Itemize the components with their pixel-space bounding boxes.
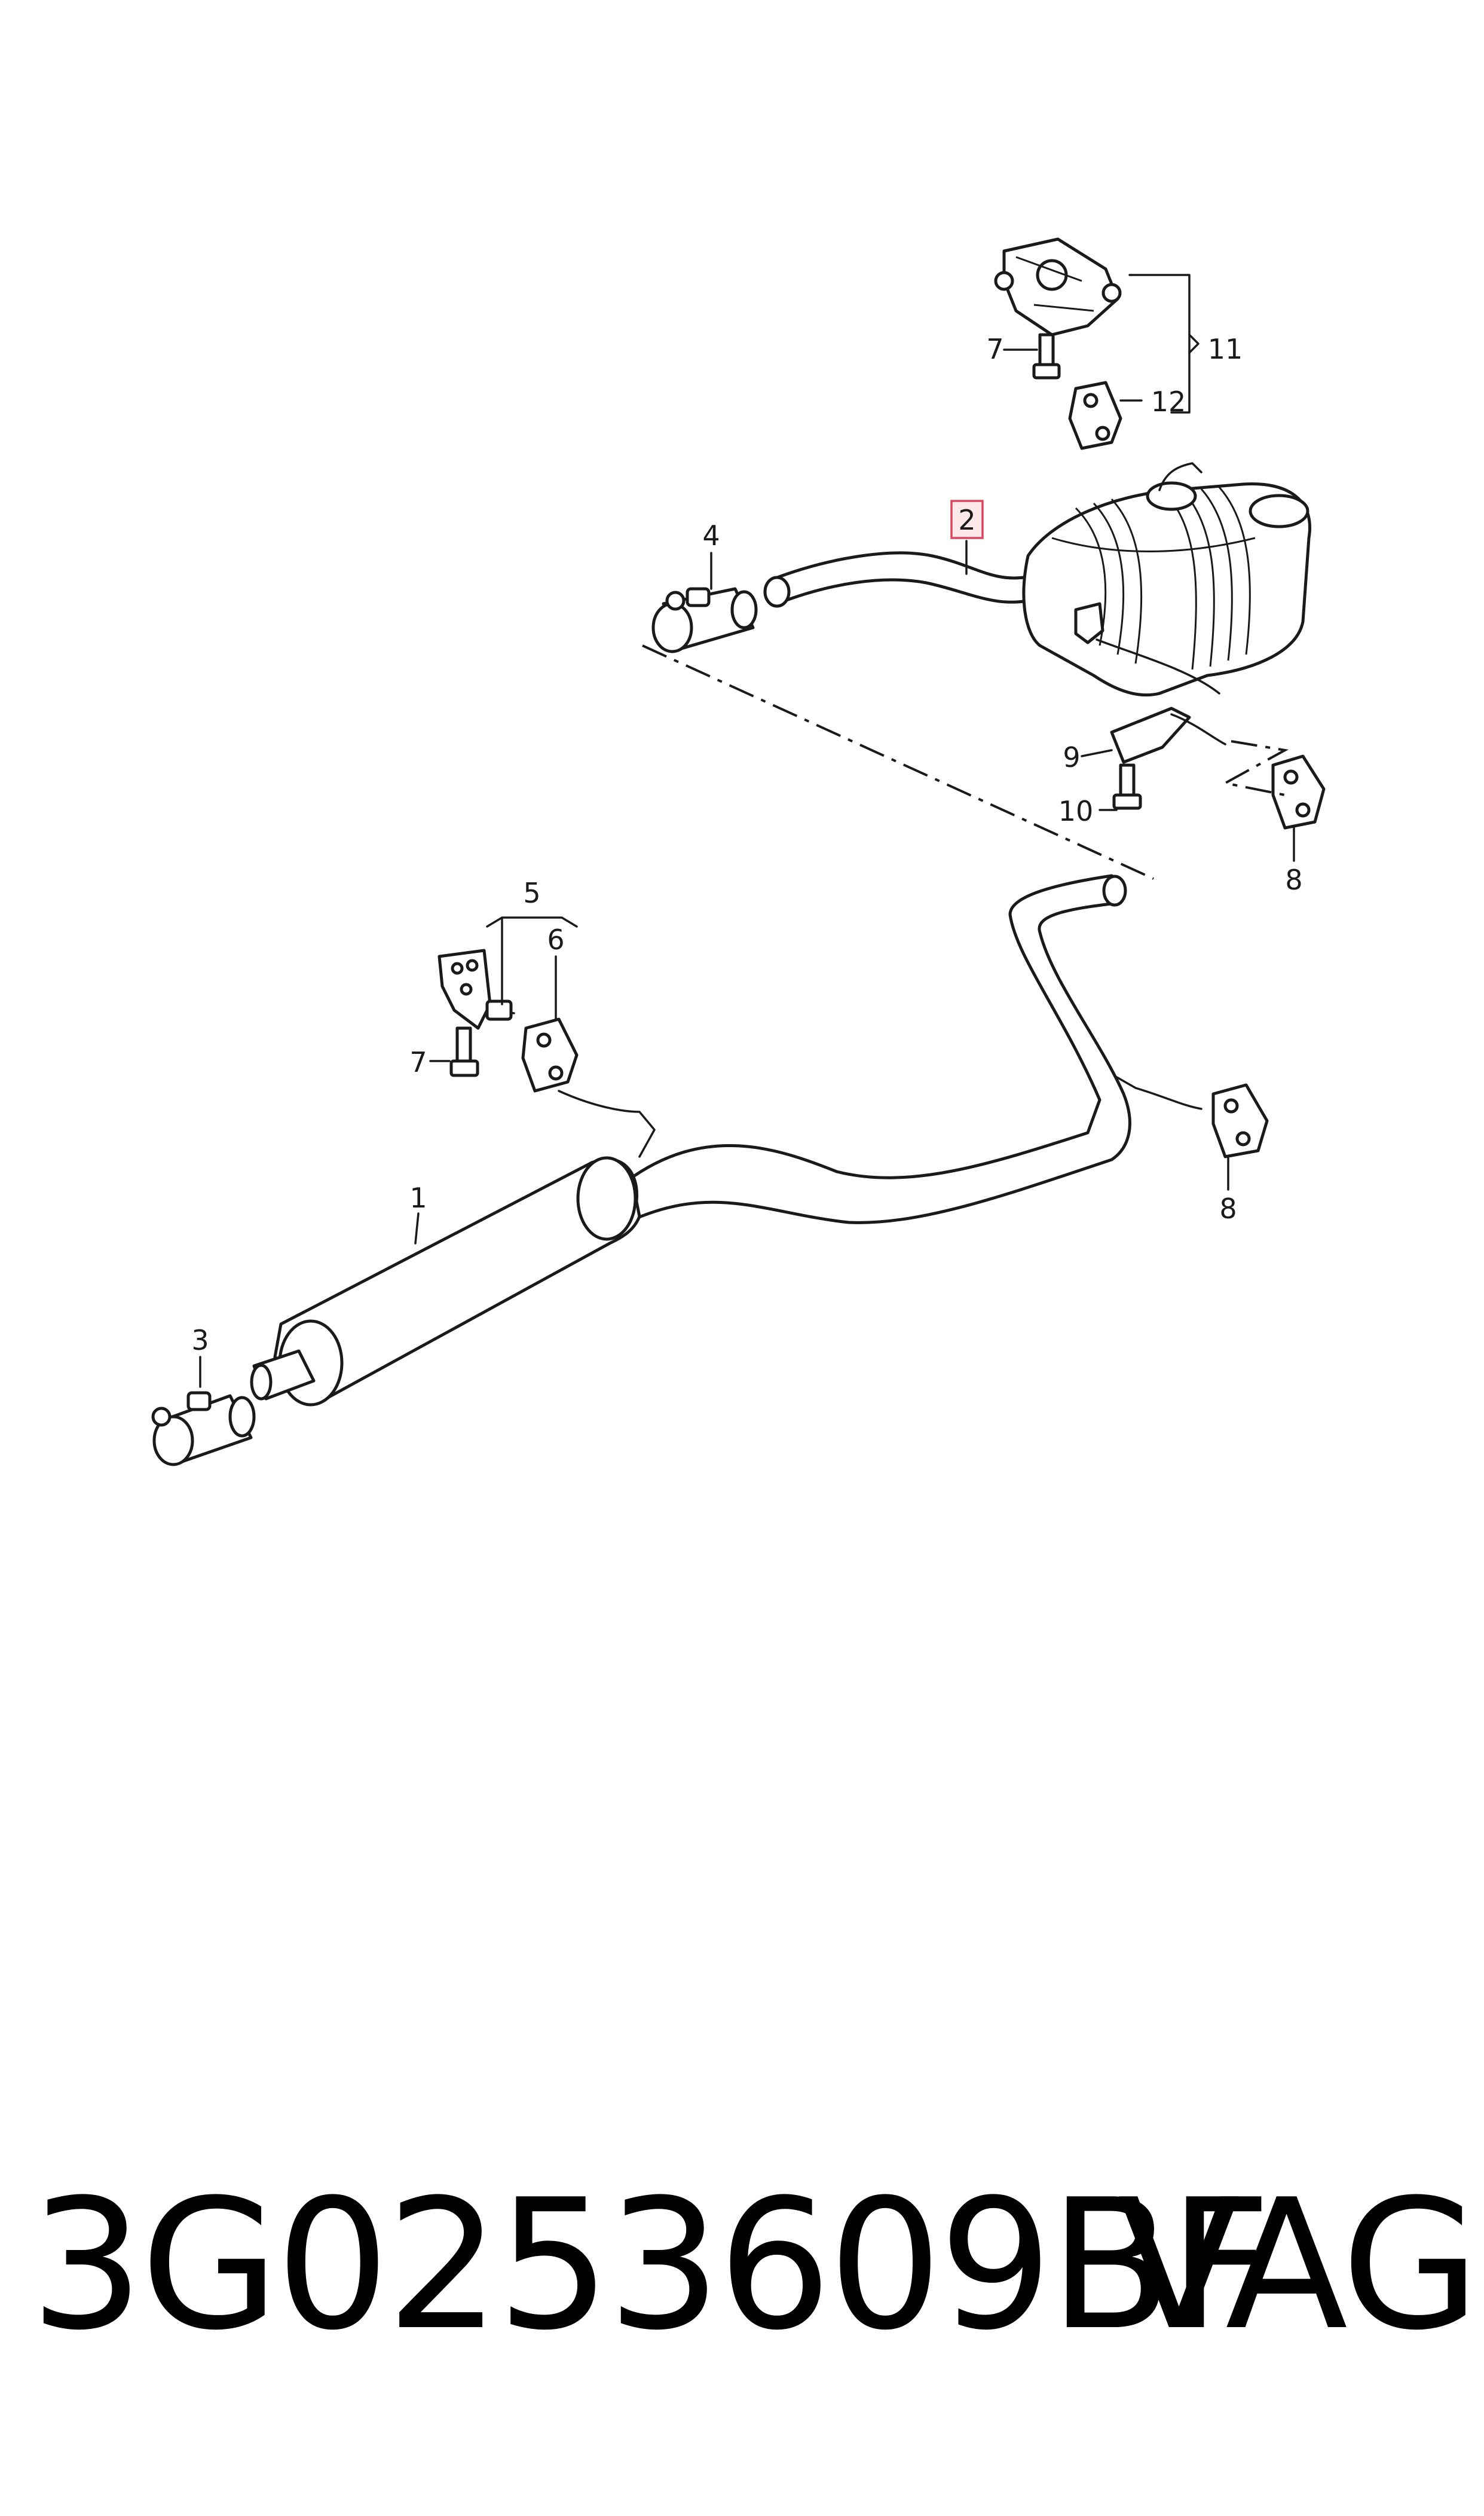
mounting-bracket-lower — [437, 949, 515, 1030]
alignment-line-short — [1222, 740, 1289, 796]
callout-9: 9 — [1063, 741, 1080, 774]
callout-10: 10 — [1058, 795, 1094, 827]
rear-silencer — [763, 462, 1311, 697]
callout-8-upper: 8 — [1285, 864, 1302, 896]
callout-2: 2 — [958, 504, 975, 536]
front-pipe-with-middle-silencer — [250, 874, 1203, 1407]
rubber-mount-rear-lower — [1211, 1083, 1269, 1158]
callout-6: 6 — [547, 924, 564, 956]
bolt-upper — [1032, 333, 1061, 380]
callout-7-lower: 7 — [409, 1046, 427, 1078]
callout-7-upper: 7 — [986, 333, 1003, 365]
rubber-mount-lower — [521, 1017, 579, 1093]
bolt-lower — [449, 1026, 479, 1077]
pipe-clamp-upper — [651, 587, 758, 653]
callout-4: 4 — [702, 519, 720, 552]
part-number: 3G0253609BF — [30, 2161, 1272, 2370]
callout-1: 1 — [409, 1182, 427, 1214]
hanger-bracket-rear — [1110, 707, 1226, 810]
callout-11: 11 — [1208, 333, 1243, 365]
callout-12: 12 — [1151, 386, 1186, 418]
alignment-line — [642, 644, 1154, 880]
callout-5: 5 — [523, 877, 540, 909]
brand-name: VAG — [1118, 2161, 1480, 2370]
pipe-clamp-lower — [151, 1391, 256, 1466]
rubber-mount-upper — [1068, 381, 1122, 450]
callout-8-lower: 8 — [1219, 1193, 1237, 1225]
mounting-bracket-upper — [994, 237, 1122, 337]
rubber-mount-rear-upper — [1271, 754, 1326, 830]
leader-lines — [199, 274, 1295, 1388]
callout-3: 3 — [191, 1324, 209, 1356]
callout-labels: 2 4 7 11 12 9 10 8 5 6 7 8 1 3 — [191, 333, 1302, 1356]
highlighted-callout-box — [950, 500, 984, 539]
